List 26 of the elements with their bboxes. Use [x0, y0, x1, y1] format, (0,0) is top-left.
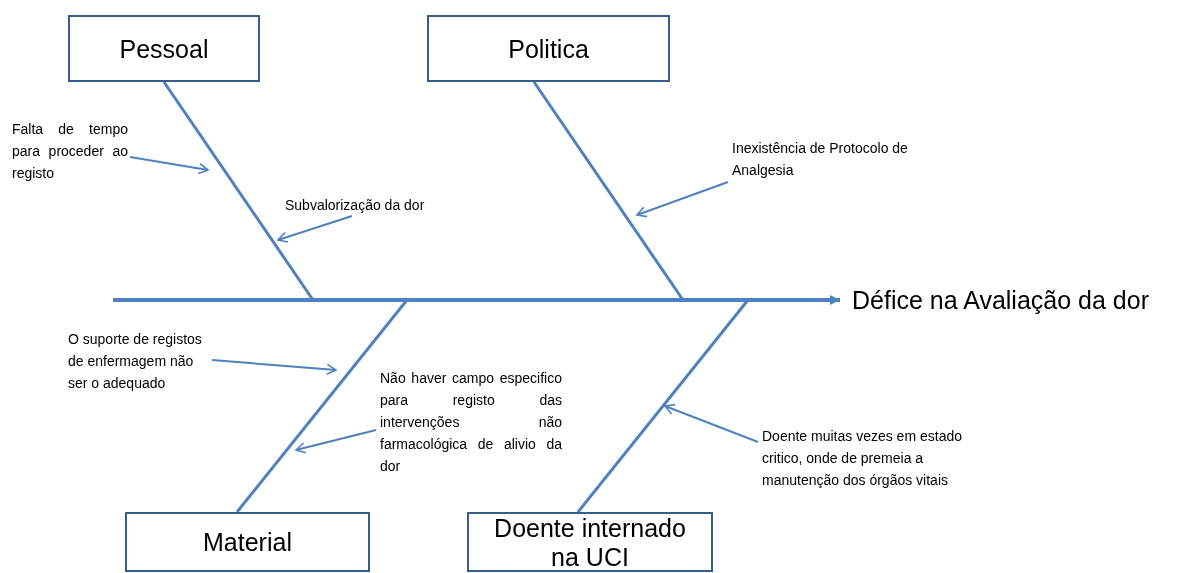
cause-text: O suporte de registos de enfermagem não ser o adequado	[68, 328, 208, 394]
arrow	[277, 215, 353, 243]
cause-text: Subvalorização da dor	[285, 194, 457, 216]
arrow	[211, 359, 337, 376]
cause-text: Não haver campo especifico para registo das intervenções não farmacológica de alivio da dor	[380, 367, 562, 477]
category-box	[427, 15, 670, 82]
bone-line	[235, 299, 409, 513]
cause-text: Inexistência de Protocolo de Analgesia	[732, 137, 952, 181]
bone-line	[532, 81, 685, 301]
cause-text: Falta de tempo para proceder ao registo	[12, 118, 128, 184]
bone-line	[162, 81, 315, 301]
category-box	[125, 512, 370, 572]
arrow	[129, 156, 209, 175]
category-label: Material	[203, 527, 292, 558]
cause-text: Doente muitas vezes em estado critico, onde de premeia a manutenção dos órgãos vitais	[762, 425, 962, 491]
category-box	[467, 512, 713, 572]
category-label: Politica	[508, 33, 589, 65]
arrow	[636, 181, 729, 218]
arrow	[295, 429, 377, 454]
effect-label: Défice na Avaliação da dor	[852, 283, 1149, 317]
category-label: Doente internado na UCI	[493, 514, 687, 572]
category-label: Pessoal	[119, 33, 209, 65]
spine-arrow	[113, 295, 840, 305]
category-box	[68, 15, 260, 82]
arrow	[664, 403, 759, 443]
bone-line	[576, 299, 750, 513]
